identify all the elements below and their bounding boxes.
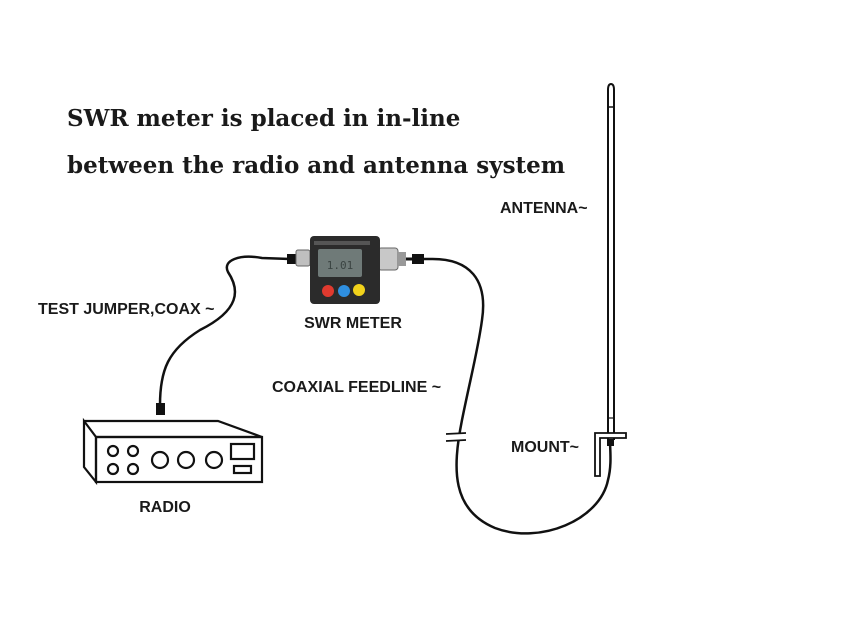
title-line-1: SWR meter is placed in in-line xyxy=(67,105,460,132)
swr-meter-label: SWR METER xyxy=(304,315,402,332)
title-line-2: between the radio and antenna system xyxy=(67,152,565,179)
test-jumper-label: TEST JUMPER,COAX ~ xyxy=(38,301,214,318)
radio-label: RADIO xyxy=(139,499,191,516)
radio-connector xyxy=(156,403,165,415)
radio-icon xyxy=(82,417,264,486)
meter-button-yellow xyxy=(353,284,365,296)
feedline-break-mark xyxy=(445,432,467,442)
antenna-label: ANTENNA~ xyxy=(500,200,588,217)
meter-screen xyxy=(318,249,362,277)
jumper-meter-connector xyxy=(287,254,299,264)
swr-meter-device: 1.01 xyxy=(295,236,406,304)
antenna-icon xyxy=(607,82,615,440)
coaxial-feedline-cable xyxy=(412,257,612,535)
meter-button-blue xyxy=(338,285,350,297)
mount-label: MOUNT~ xyxy=(511,439,579,456)
test-jumper-cable xyxy=(158,255,291,406)
coaxial-feedline-label: COAXIAL FEEDLINE ~ xyxy=(272,379,441,396)
svg-text:1.01: 1.01 xyxy=(327,259,354,272)
meter-button-red xyxy=(322,285,334,297)
meter-feedline-connector xyxy=(412,254,424,264)
mount-icon xyxy=(594,432,627,477)
